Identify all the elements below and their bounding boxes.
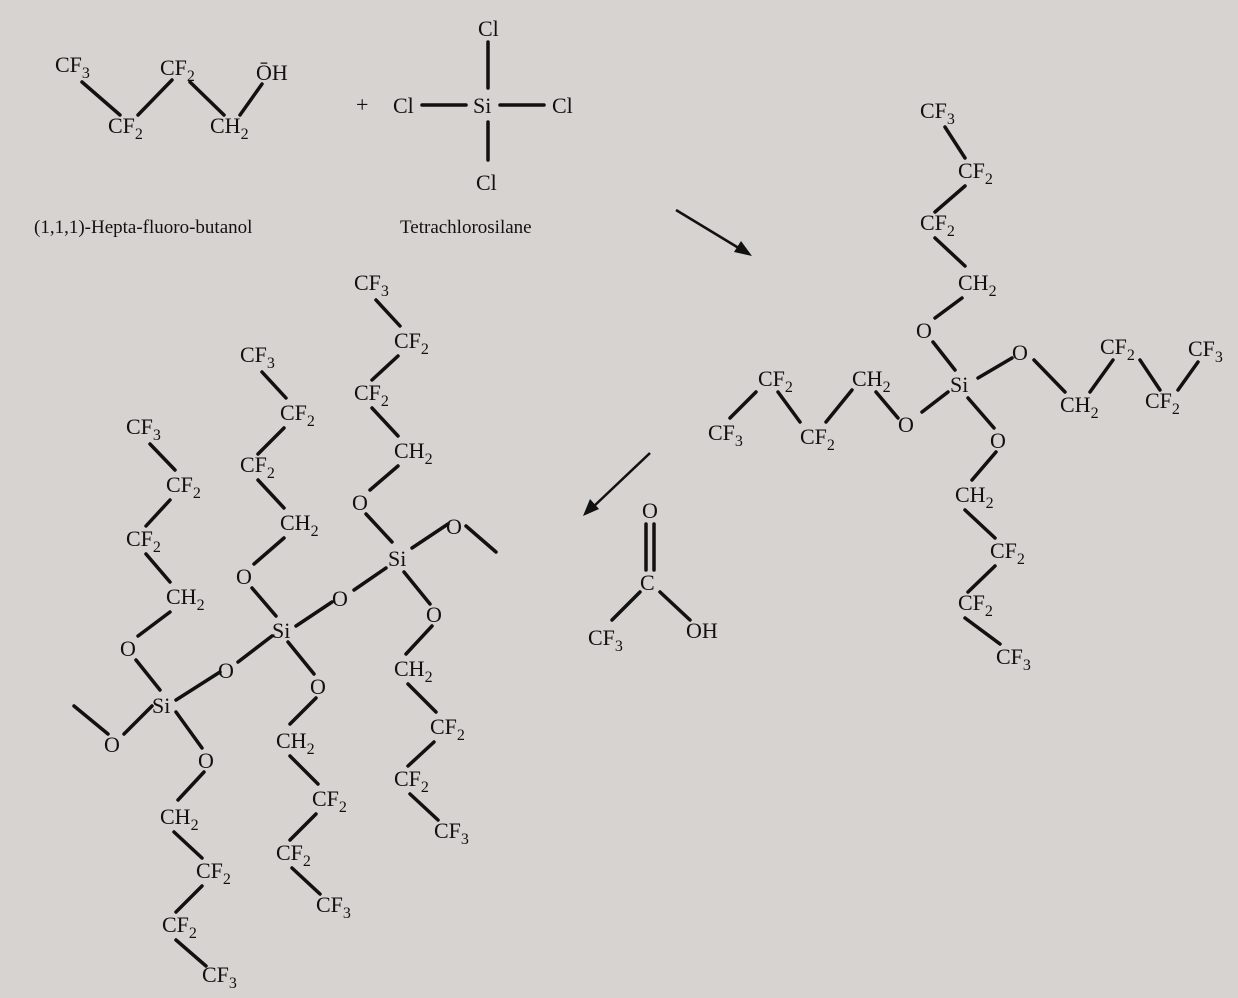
svg-text:CF3: CF3 xyxy=(1188,336,1223,366)
svg-text:CF3: CF3 xyxy=(434,818,469,848)
svg-text:CF2: CF2 xyxy=(276,840,311,870)
svg-text:O: O xyxy=(310,674,326,699)
svg-text:C: C xyxy=(640,570,655,595)
svg-text:CF2: CF2 xyxy=(312,786,347,816)
svg-text:CH2: CH2 xyxy=(160,804,199,834)
reaction-arrow-1 xyxy=(675,208,752,256)
svg-text:O: O xyxy=(426,602,442,627)
svg-text:O: O xyxy=(218,658,234,683)
svg-text:CF3: CF3 xyxy=(920,98,955,128)
svg-text:O: O xyxy=(332,586,348,611)
svg-text:CH2: CH2 xyxy=(280,510,319,540)
svg-text:CF2: CF2 xyxy=(240,452,275,482)
reactant-tetrachlorosilane: Cl Cl Si Cl Cl xyxy=(393,16,573,195)
svg-text:CF2: CF2 xyxy=(162,912,197,942)
svg-text:CF2: CF2 xyxy=(394,766,429,796)
svg-text:CF2: CF2 xyxy=(280,400,315,430)
svg-text:CH2: CH2 xyxy=(166,584,205,614)
svg-text:CF2: CF2 xyxy=(800,424,835,454)
svg-text:O: O xyxy=(642,498,658,523)
svg-text:CF2: CF2 xyxy=(166,472,201,502)
svg-text:O: O xyxy=(198,748,214,773)
reaction-arrow-2 xyxy=(583,452,651,516)
product-siloxane-network: CF3 CF2 CF2 CH2 O Si O O CH2 CF2 CF2 CF3… xyxy=(72,270,498,992)
svg-text:CF3: CF3 xyxy=(202,962,237,992)
svg-text:Cl: Cl xyxy=(476,170,497,195)
svg-text:O: O xyxy=(916,318,932,343)
svg-text:CF2: CF2 xyxy=(354,380,389,410)
svg-text:O: O xyxy=(446,514,462,539)
svg-text:CF2: CF2 xyxy=(1100,334,1135,364)
svg-text:O: O xyxy=(104,732,120,757)
svg-text:CF3: CF3 xyxy=(588,625,623,655)
svg-text:Cl: Cl xyxy=(478,16,499,41)
catalyst-trifluoroacetic-acid: O C CF3 OH xyxy=(588,498,718,655)
svg-text:CH2: CH2 xyxy=(210,113,249,143)
svg-text:CH2: CH2 xyxy=(852,366,891,396)
svg-text:CF3: CF3 xyxy=(240,342,275,372)
svg-text:CF2: CF2 xyxy=(430,714,465,744)
svg-text:O: O xyxy=(236,564,252,589)
svg-text:CH2: CH2 xyxy=(394,656,433,686)
svg-text:O: O xyxy=(898,412,914,437)
plus-sign: + xyxy=(356,92,368,117)
svg-text:CF2: CF2 xyxy=(958,158,993,188)
svg-text:CF3: CF3 xyxy=(55,52,90,82)
svg-text:CF2: CF2 xyxy=(108,113,143,143)
svg-text:CH2: CH2 xyxy=(958,270,997,300)
svg-text:CF2: CF2 xyxy=(1145,388,1180,418)
caption-tetrachlorosilane: Tetrachlorosilane xyxy=(400,217,532,238)
svg-text:CF2: CF2 xyxy=(958,590,993,620)
svg-text:Si: Si xyxy=(272,618,290,643)
svg-text:CF2: CF2 xyxy=(758,366,793,396)
svg-text:CF2: CF2 xyxy=(394,328,429,358)
svg-text:O: O xyxy=(1012,340,1028,365)
svg-text:Si: Si xyxy=(950,372,968,397)
reactant-heptafluorobutanol: CF3 CF2 CF2 CH2 ŌH xyxy=(55,52,288,143)
svg-text:Si: Si xyxy=(473,93,491,118)
svg-text:CF2: CF2 xyxy=(990,538,1025,568)
svg-text:CF3: CF3 xyxy=(126,414,161,444)
svg-text:CF3: CF3 xyxy=(354,270,389,300)
caption-heptafluorobutanol: (1,1,1)-Hepta-fluoro-butanol xyxy=(34,217,252,238)
svg-text:Si: Si xyxy=(152,693,170,718)
intermediate-tetraalkoxysilane: CF3 CF2 CF2 CH2 O Si O CH2 CF2 CF2 CF3 O… xyxy=(708,98,1223,674)
svg-text:CF2: CF2 xyxy=(160,55,195,85)
svg-text:Si: Si xyxy=(388,546,406,571)
svg-text:OH: OH xyxy=(686,618,718,643)
svg-text:ŌH: ŌH xyxy=(256,60,288,85)
svg-text:CH2: CH2 xyxy=(276,728,315,758)
svg-text:O: O xyxy=(352,490,368,515)
svg-text:CF3: CF3 xyxy=(316,892,351,922)
svg-text:Cl: Cl xyxy=(393,93,414,118)
svg-text:CH2: CH2 xyxy=(1060,392,1099,422)
svg-text:CF2: CF2 xyxy=(920,210,955,240)
svg-text:CF2: CF2 xyxy=(196,858,231,888)
svg-text:CF2: CF2 xyxy=(126,526,161,556)
svg-text:CH2: CH2 xyxy=(394,438,433,468)
svg-text:CF3: CF3 xyxy=(708,420,743,450)
svg-text:CH2: CH2 xyxy=(955,482,994,512)
svg-text:CF3: CF3 xyxy=(996,644,1031,674)
svg-text:O: O xyxy=(990,428,1006,453)
svg-text:O: O xyxy=(120,636,136,661)
svg-text:Cl: Cl xyxy=(552,93,573,118)
